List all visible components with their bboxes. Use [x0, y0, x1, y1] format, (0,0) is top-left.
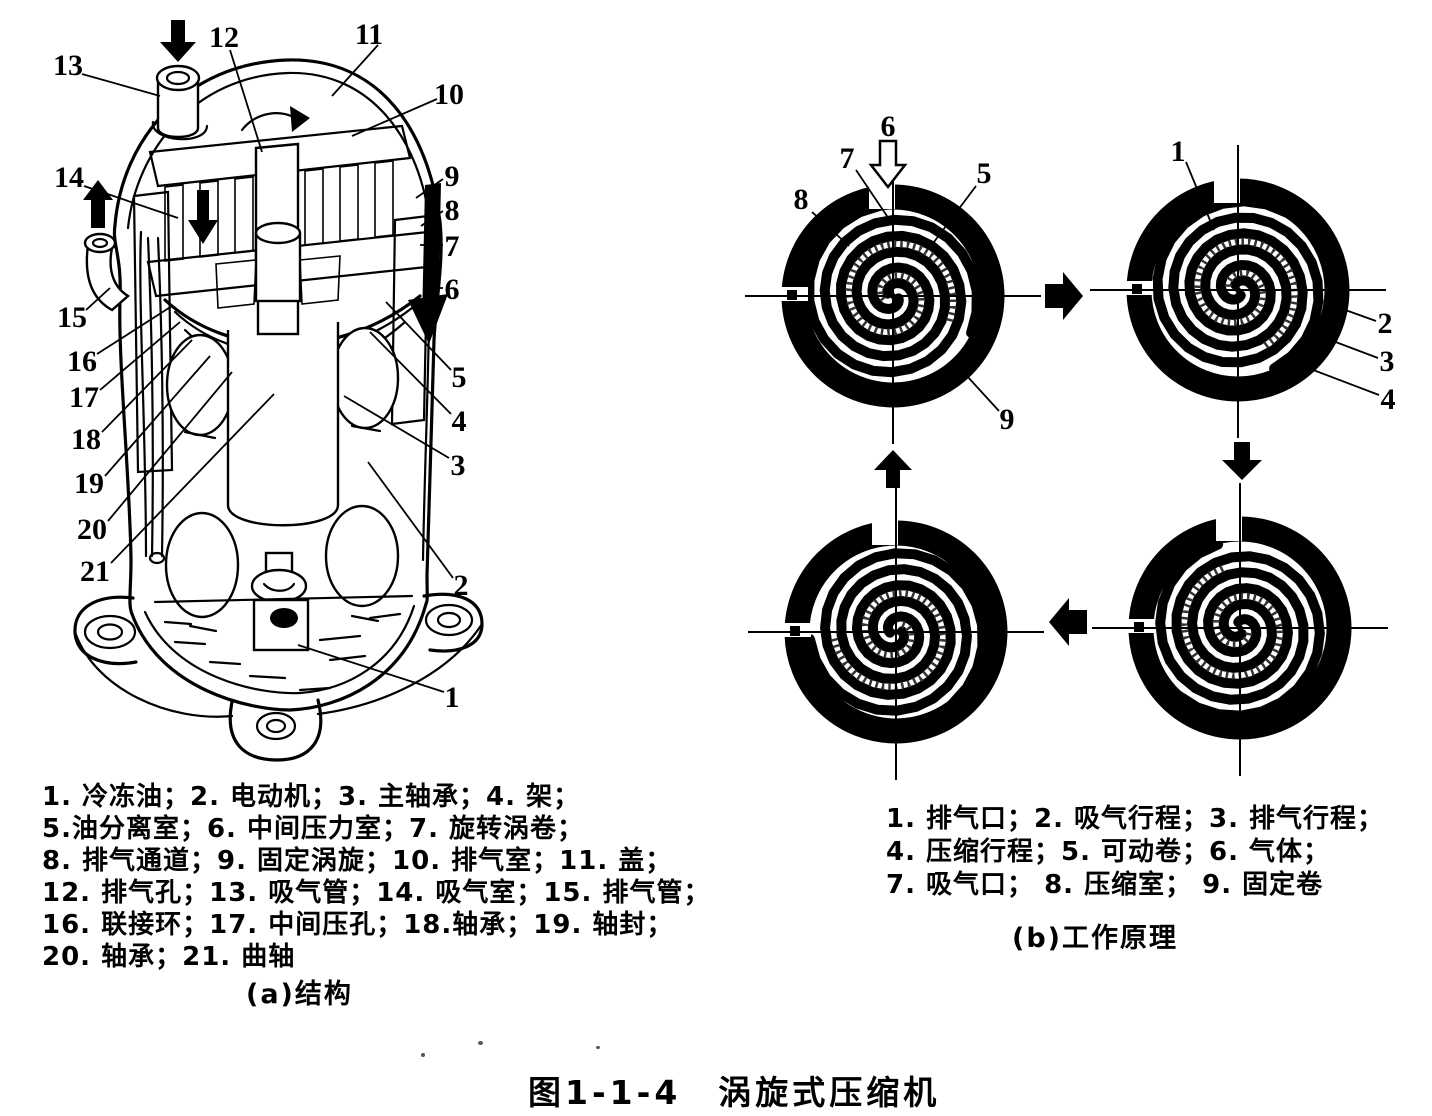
svg-text:20: 20 [77, 513, 107, 546]
svg-text:19: 19 [74, 467, 104, 500]
discharge-pipe [83, 180, 166, 565]
legend-a-line-4: 12. 排气孔；13. 吸气管；14. 吸气室；15. 排气管； [42, 878, 711, 908]
callout-a-11: 11 [331, 18, 383, 97]
internal-down-arrow-icon [188, 190, 218, 244]
svg-text:2: 2 [454, 569, 469, 602]
callout-a-5: 5 [385, 301, 467, 394]
svg-text:7: 7 [840, 142, 855, 175]
svg-text:11: 11 [355, 18, 383, 51]
legend-b-line-1: 1. 排气口；2. 吸气行程；3. 排气行程； [886, 804, 1385, 834]
callout-a-2: 2 [367, 461, 469, 602]
legend-a-line-6: 20. 轴承；21. 曲轴 [42, 942, 296, 972]
channel-down-arrow-icon [408, 294, 448, 344]
callout-b-8: 8 [794, 183, 850, 247]
scroll-phase-bottom-right [1092, 483, 1388, 776]
callout-b-4: 4 [1307, 367, 1396, 416]
legend-a-line-3: 8. 排气通道；9. 固定涡旋；10. 排气室；11. 盖； [42, 846, 673, 876]
callout-b-9: 9 [955, 363, 1015, 436]
principle-callouts: 1 2 3 4 5 6 7 8 9 [794, 110, 1396, 436]
callout-a-20: 20 [77, 371, 233, 546]
callout-a-1: 1 [297, 644, 460, 714]
legend-a-line-1: 1. 冷冻油；2. 电动机；3. 主轴承；4. 架； [42, 782, 581, 812]
callout-a-10: 10 [351, 78, 464, 137]
scroll-phase-top-left [745, 151, 1041, 444]
suction-flow-arrow-icon [160, 20, 196, 62]
callout-b-2: 2 [1336, 306, 1393, 340]
svg-text:8: 8 [794, 183, 809, 216]
callout-b-5: 5 [933, 157, 992, 243]
svg-text:2: 2 [1378, 307, 1393, 340]
svg-text:9: 9 [1000, 403, 1015, 436]
svg-text:3: 3 [451, 449, 466, 482]
svg-text:10: 10 [434, 78, 464, 111]
callout-a-18: 18 [71, 339, 193, 456]
callout-a-7: 7 [420, 230, 460, 263]
svg-text:4: 4 [1381, 383, 1396, 416]
callout-b-1: 1 [1171, 135, 1215, 231]
svg-text:6: 6 [445, 273, 460, 306]
scan-speck [421, 1053, 425, 1057]
svg-text:4: 4 [452, 405, 467, 438]
suction-pipe [151, 20, 209, 141]
callout-a-9: 9 [415, 160, 460, 199]
callout-a-4: 4 [369, 331, 467, 438]
gas-inlet-arrow-icon [868, 139, 908, 190]
callout-a-15: 15 [57, 287, 111, 334]
cycle-arrow-right-icon [1045, 272, 1083, 320]
callout-a-14: 14 [54, 161, 179, 219]
callout-a-16: 16 [67, 305, 173, 378]
svg-text:1: 1 [1171, 135, 1186, 168]
svg-text:15: 15 [57, 301, 87, 334]
svg-text:9: 9 [445, 160, 460, 193]
scan-speck [478, 1041, 483, 1045]
callout-b-6: 6 [881, 110, 896, 143]
scroll-phase-top-right [1090, 145, 1386, 438]
cycle-arrow-down-icon [1222, 442, 1262, 480]
svg-text:16: 16 [67, 345, 97, 378]
legend-b-line-3: 7. 吸气口； 8. 压缩室； 9. 固定卷 [886, 870, 1324, 900]
svg-text:12: 12 [209, 21, 239, 54]
svg-text:5: 5 [452, 361, 467, 394]
scroll-phase-bottom-left [748, 487, 1044, 780]
svg-text:21: 21 [80, 555, 110, 588]
scan-speck [596, 1046, 600, 1049]
svg-text:7: 7 [445, 230, 460, 263]
principle-diagram: 1 2 3 4 5 6 7 8 9 [745, 110, 1396, 780]
callout-a-3: 3 [343, 395, 466, 482]
svg-text:8: 8 [445, 194, 460, 227]
svg-text:6: 6 [881, 110, 896, 143]
mounting-base [73, 592, 484, 762]
legend-a-line-5: 16. 联接环；17. 中间压孔；18.轴承；19. 轴封； [42, 910, 674, 940]
oil-sump [153, 594, 414, 692]
cycle-arrow-up-icon [874, 450, 912, 488]
svg-text:14: 14 [54, 161, 84, 194]
legend-structure: 1. 冷冻油；2. 电动机；3. 主轴承；4. 架； 5.油分离室；6. 中间压… [42, 781, 722, 973]
legend-principle: 1. 排气口；2. 吸气行程；3. 排气行程； 4. 压缩行程；5. 可动卷；6… [886, 803, 1432, 902]
svg-text:5: 5 [977, 157, 992, 190]
svg-text:13: 13 [53, 49, 83, 82]
svg-text:1: 1 [445, 681, 460, 714]
svg-text:3: 3 [1380, 345, 1395, 378]
figure-title: 图1-1-4 涡旋式压缩机 [528, 1073, 941, 1112]
motor-assembly [164, 221, 400, 633]
caption-principle: (b)工作原理 [1012, 923, 1179, 954]
cycle-arrow-left-icon [1049, 598, 1087, 646]
caption-structure: (a)结构 [246, 979, 353, 1010]
callout-a-6: 6 [426, 273, 460, 306]
legend-b-line-2: 4. 压缩行程；5. 可动卷；6. 气体； [886, 837, 1331, 867]
svg-text:17: 17 [69, 381, 99, 414]
legend-a-line-2: 5.油分离室；6. 中间压力室；7. 旋转涡卷； [42, 814, 585, 844]
callout-a-13: 13 [53, 49, 161, 97]
callout-a-19: 19 [74, 355, 211, 500]
callout-a-21: 21 [80, 393, 275, 588]
structure-diagram: 1 2 3 4 5 6 7 8 9 10 11 12 13 14 15 16 1… [53, 18, 484, 762]
callout-a-17: 17 [69, 321, 181, 414]
callout-a-8: 8 [420, 194, 460, 227]
structure-callouts: 1 2 3 4 5 6 7 8 9 10 11 12 13 14 15 16 1… [53, 18, 469, 714]
discharge-flow-arrow-icon [83, 180, 113, 228]
svg-text:18: 18 [71, 423, 101, 456]
callout-a-12: 12 [209, 21, 263, 153]
callout-b-7: 7 [840, 142, 892, 223]
callout-b-3: 3 [1324, 337, 1395, 378]
